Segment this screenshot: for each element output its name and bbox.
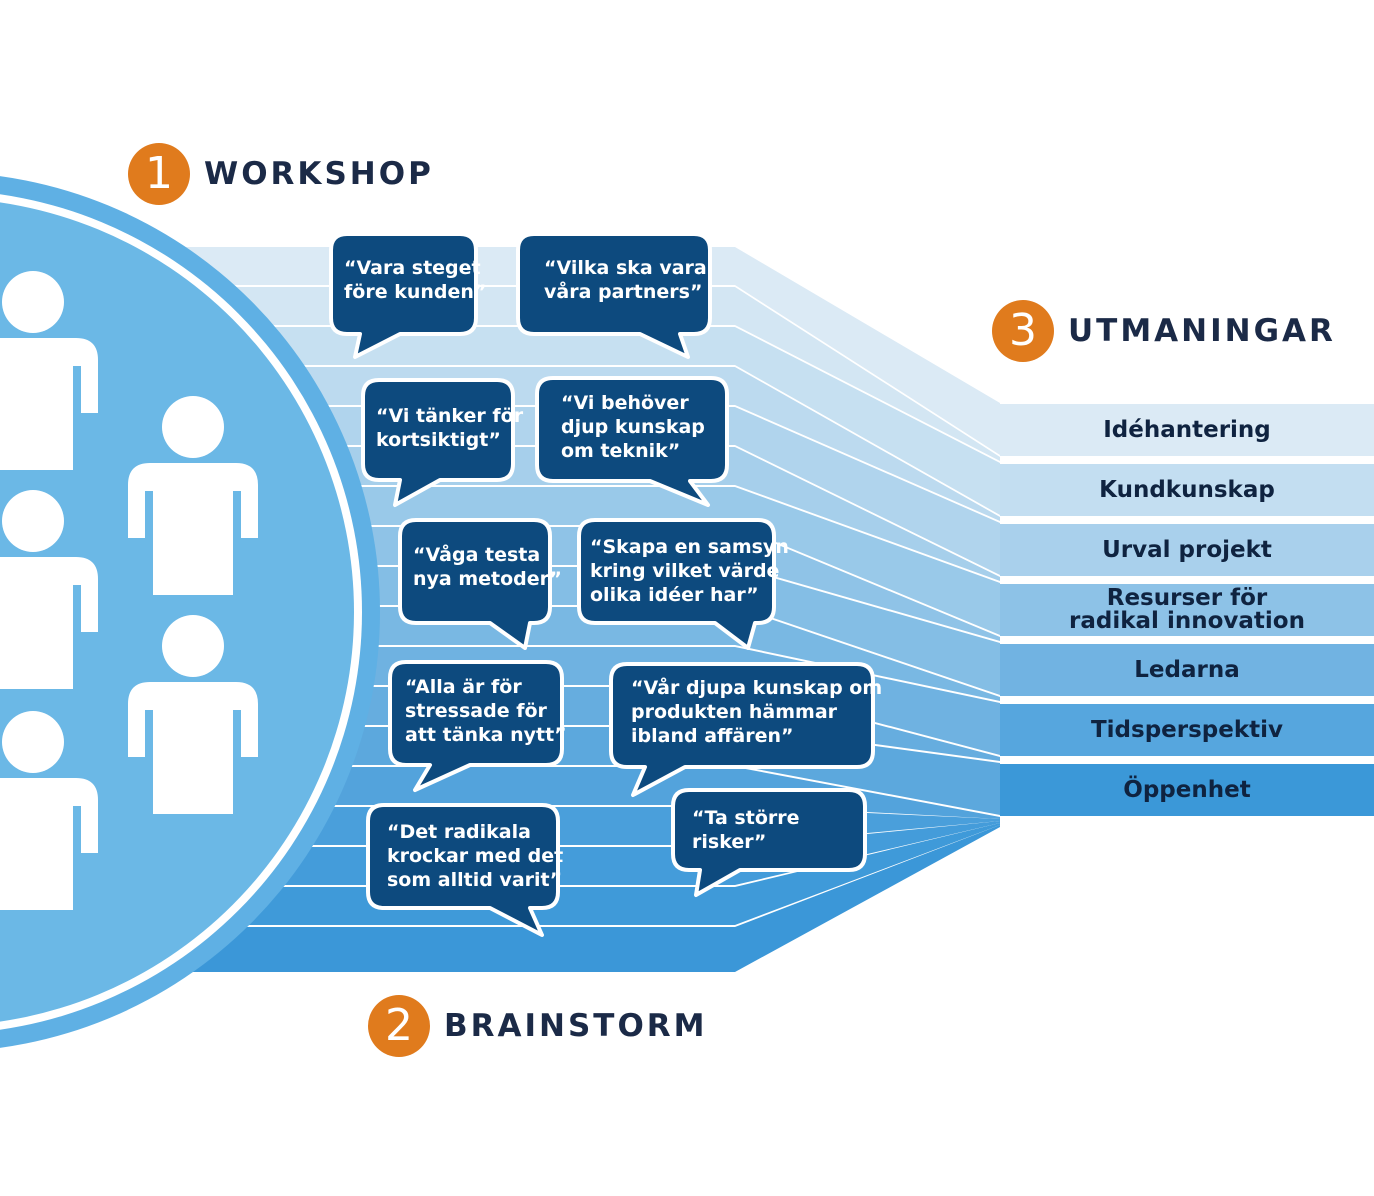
speech-bubble <box>577 518 776 650</box>
person-icon <box>128 615 258 814</box>
speech-bubble <box>329 232 478 359</box>
challenge-item: Tidsperspektiv <box>1000 704 1374 756</box>
band <box>140 825 1000 972</box>
speech-bubble <box>516 232 712 359</box>
band <box>140 407 1000 575</box>
quote-text: “Vi tänker för kortsiktigt” <box>376 405 524 451</box>
speech-bubble <box>361 378 515 507</box>
step-challenges: 3 UTMANINGAR <box>992 300 1336 362</box>
step-workshop: 1 WORKSHOP <box>128 143 434 205</box>
quote-text: “Vi behöver djup kunskap om teknik” <box>561 392 705 462</box>
quote-text: “Det radikala krockar med det som alltid… <box>387 821 564 891</box>
speech-bubble <box>535 376 729 507</box>
step-brainstorm: 2 BRAINSTORM <box>368 995 708 1057</box>
quote-text: “Vår djupa kunskap om produkten hämmar i… <box>631 677 883 747</box>
people-group <box>0 271 258 910</box>
person-icon <box>0 490 98 689</box>
challenge-item: Urval projekt <box>1000 524 1374 576</box>
quote-text: “Vilka ska vara våra partners” <box>544 257 707 303</box>
speech-bubble <box>609 662 875 797</box>
step-label: BRAINSTORM <box>444 1008 708 1044</box>
speech-bubbles <box>329 232 875 937</box>
quote-text: “Skapa en samsyn kring vilket värde olik… <box>590 536 789 606</box>
step-label: WORKSHOP <box>204 156 434 192</box>
speech-bubble <box>366 803 560 937</box>
speech-bubble <box>671 788 867 897</box>
person-icon <box>128 396 258 595</box>
quote-text: “Våga testa nya metoder” <box>413 544 562 590</box>
challenge-item: Öppenhet <box>1000 764 1374 816</box>
band <box>140 247 1000 455</box>
step-number: 2 <box>368 995 430 1057</box>
step-label: UTMANINGAR <box>1068 313 1336 349</box>
challenge-item: Ledarna <box>1000 644 1374 696</box>
band <box>140 327 1000 515</box>
step-number: 1 <box>128 143 190 205</box>
band <box>140 823 1000 925</box>
challenge-item: Resurser för radikal innovation <box>1000 584 1374 636</box>
quote-text: “Ta större risker” <box>692 807 800 853</box>
person-icon <box>0 271 98 470</box>
quote-text: “Alla är för stressade för att tänka nyt… <box>405 676 567 746</box>
speech-bubble <box>388 660 564 792</box>
challenge-item: Kundkunskap <box>1000 464 1374 516</box>
band <box>140 287 1000 461</box>
challenge-item: Idéhantering <box>1000 404 1374 456</box>
person-icon <box>0 711 98 910</box>
quote-text: “Vara steget före kunden” <box>344 257 487 303</box>
band <box>140 367 1000 521</box>
step-number: 3 <box>992 300 1054 362</box>
speech-bubble <box>398 518 552 650</box>
